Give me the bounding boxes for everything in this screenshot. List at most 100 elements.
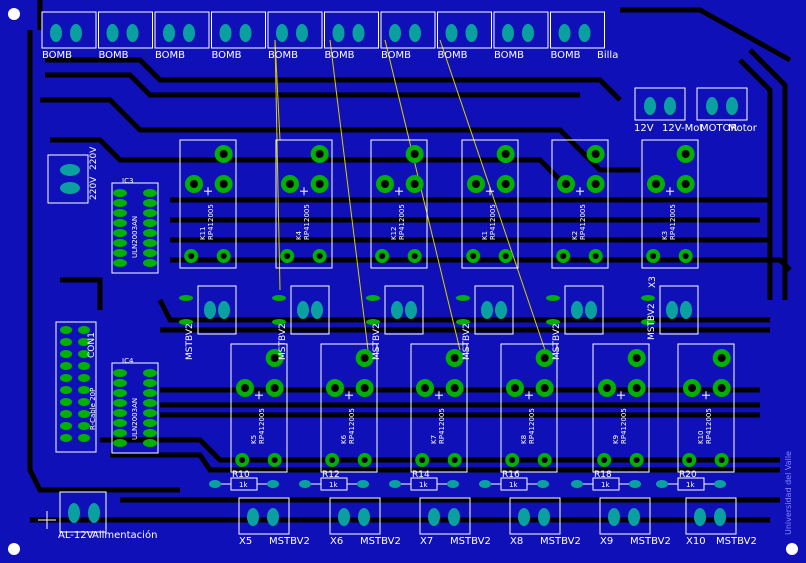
relay-part: RP412005 xyxy=(258,408,266,444)
relay xyxy=(641,139,699,269)
top-connector xyxy=(98,11,153,49)
ic4-footprint xyxy=(111,362,159,454)
relay xyxy=(592,343,650,473)
label-motor: Motor xyxy=(728,123,757,134)
con1-pad xyxy=(60,410,72,418)
top-connector xyxy=(267,11,323,49)
ic-pad xyxy=(143,209,157,217)
relay-ref: K1 xyxy=(480,230,489,240)
bottom-terminal xyxy=(238,497,290,535)
trace-channels xyxy=(27,0,792,523)
relay-ref: K5 xyxy=(249,434,258,444)
bottom-terminal-ref: X7 xyxy=(420,536,434,547)
relay-ref: K8 xyxy=(519,434,528,444)
relay-ref: K4 xyxy=(294,230,303,240)
label-motor-ref: MOTOR xyxy=(700,123,738,134)
resistor-ref: R14 xyxy=(412,470,430,480)
mount-hole-tl xyxy=(8,8,20,20)
mid-terminal-label: MSTBV2 xyxy=(647,303,657,340)
con1-pad xyxy=(78,350,90,358)
resistor xyxy=(479,477,549,491)
bottom-terminal-ref: X6 xyxy=(330,536,344,547)
top-connector-label: BOMB xyxy=(268,50,299,61)
relay-ref: K12 xyxy=(389,226,398,240)
bottom-terminal xyxy=(685,497,737,535)
top-connector-label: BOMB xyxy=(98,50,129,61)
ic4-ref: IC4 xyxy=(122,357,134,365)
relay xyxy=(677,343,735,473)
relay xyxy=(230,343,288,473)
label-alimentacion: Alimentación xyxy=(92,530,158,541)
bottom-terminal xyxy=(419,497,471,535)
ic-pad xyxy=(113,399,127,407)
resistor-value: 1k xyxy=(329,481,338,489)
top-connector-label: BOMB xyxy=(324,50,355,61)
mid-terminal-label: MSTBV2 xyxy=(372,323,382,360)
con1-pad xyxy=(78,326,90,334)
mount-hole-br xyxy=(786,543,798,555)
relay xyxy=(410,343,468,473)
resistor-ref: R10 xyxy=(232,470,250,480)
resistor-ref: R18 xyxy=(594,470,612,480)
resistor-value: 1k xyxy=(686,481,695,489)
mid-terminal xyxy=(366,285,424,335)
bottom-terminal-ref: X10 xyxy=(686,536,706,547)
top-connector xyxy=(380,11,436,49)
ic-pad xyxy=(113,379,127,387)
con1-pad xyxy=(60,398,72,406)
mid-terminal xyxy=(641,285,699,335)
con1-pad xyxy=(78,410,90,418)
power-12v-connector xyxy=(634,87,686,121)
relay-ref: K11 xyxy=(198,226,207,240)
top-connector xyxy=(324,11,379,49)
con1-pad xyxy=(60,326,72,334)
relay-part: RP412005 xyxy=(579,204,587,240)
relay-part: RP412005 xyxy=(669,204,677,240)
resistors xyxy=(209,477,726,491)
relay-part: RP412005 xyxy=(528,408,536,444)
ic-pad xyxy=(143,389,157,397)
bottom-terminal-ref: X8 xyxy=(510,536,524,547)
relay-part: RP412005 xyxy=(705,408,713,444)
top-connector xyxy=(211,11,266,49)
con1-pad xyxy=(78,398,90,406)
con1-ref: CON1 xyxy=(87,332,97,358)
con1-pad xyxy=(60,362,72,370)
bottom-terminal xyxy=(599,497,651,535)
con1-pad xyxy=(78,422,90,430)
con1-pad xyxy=(78,386,90,394)
ic-pad xyxy=(113,369,127,377)
bottom-terminal-ref: X9 xyxy=(600,536,614,547)
ic-pad xyxy=(113,249,127,257)
ic-pad xyxy=(143,219,157,227)
side-credit: Universidad del Valle xyxy=(784,451,793,535)
relay-part: RP412005 xyxy=(303,204,311,240)
con1-pad xyxy=(78,338,90,346)
ic3-ref: IC3 xyxy=(122,177,134,185)
mid-terminal-label: MSTBV2 xyxy=(462,323,472,360)
ic-pad xyxy=(113,189,127,197)
power-input-connector xyxy=(38,491,107,533)
relay-part: RP412005 xyxy=(207,204,215,240)
ic-pad xyxy=(143,419,157,427)
relay-ref: K7 xyxy=(429,434,438,444)
relay-ref: K9 xyxy=(611,434,620,444)
top-connectors xyxy=(41,11,605,49)
mid-terminal xyxy=(546,285,604,335)
bottom-terminals xyxy=(238,497,737,535)
relay-part: RP412005 xyxy=(620,408,628,444)
label-12v-mot: 12V-Mot xyxy=(662,123,704,134)
relay-part: RP412005 xyxy=(348,408,356,444)
mid-terminal-label: MSTBV2 xyxy=(552,323,562,360)
motor-connector xyxy=(696,87,748,121)
ic-pad xyxy=(113,219,127,227)
relay xyxy=(320,343,378,473)
relay-ref: K6 xyxy=(339,434,348,444)
resistor xyxy=(299,477,369,491)
ic-pad xyxy=(143,259,157,267)
ic-pad xyxy=(143,189,157,197)
con1-footprint xyxy=(55,321,97,453)
ic-pad xyxy=(113,259,127,267)
top-connector-label: BOMB xyxy=(42,50,73,61)
relay xyxy=(461,139,519,269)
